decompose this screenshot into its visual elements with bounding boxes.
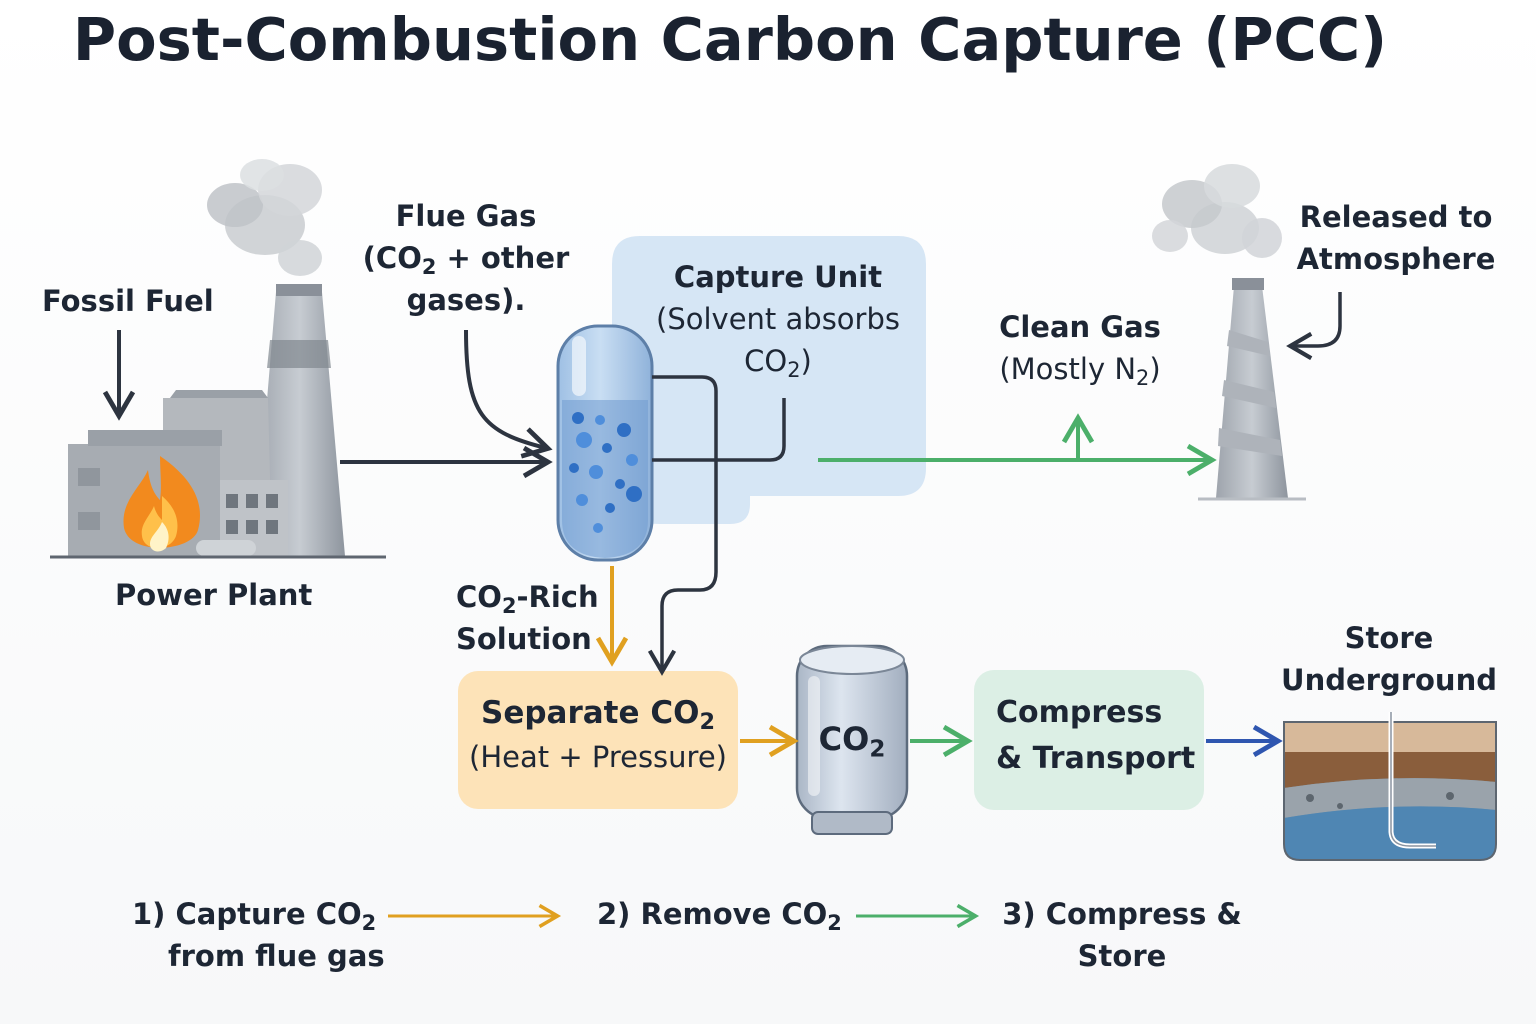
store-underground-label: Store Underground — [1281, 621, 1497, 697]
released-label: Released to Atmosphere — [1296, 200, 1496, 276]
rich-solution-label: CO2-Rich Solution — [456, 580, 599, 656]
underground-storage-icon — [1283, 712, 1497, 861]
flame-icon — [123, 456, 201, 552]
step-1: 1) Capture CO2 from flue gas — [132, 897, 385, 973]
flow-arrows — [119, 292, 1342, 916]
release-arrow — [1292, 292, 1342, 346]
flue-gas-label: Flue Gas (CO2 + other gases). — [362, 199, 570, 317]
page-title: Post-Combustion Carbon Capture (PCC) — [72, 5, 1388, 74]
separate-co2-box — [458, 671, 738, 809]
absorber-column-icon — [556, 324, 654, 562]
clean-gas-label: Clean Gas (Mostly N2) — [999, 310, 1161, 390]
capture-unit-panel — [612, 236, 926, 524]
separate-co2-label: Separate CO2 (Heat + Pressure) — [469, 695, 727, 774]
lean-solvent-arrow — [652, 375, 718, 670]
step-2: 2) Remove CO2 — [597, 897, 842, 935]
co2-tank-icon — [795, 644, 909, 835]
compress-transport-label: Compress & Transport — [996, 695, 1196, 776]
compress-transport-box — [974, 670, 1204, 810]
fossil-fuel-label: Fossil Fuel — [42, 284, 214, 318]
power-plant-label: Power Plant — [115, 578, 313, 612]
power-plant-icon — [50, 159, 386, 559]
capture-unit-label: Capture Unit (Solvent absorbs CO2) — [656, 260, 900, 382]
flue-gas-curve-arrow — [464, 329, 546, 448]
capture-outlet-line — [652, 398, 786, 462]
tank-co2-label: CO2 — [818, 720, 886, 763]
smokestack-icon — [1152, 164, 1306, 501]
step-3: 3) Compress & Store — [1002, 897, 1242, 973]
